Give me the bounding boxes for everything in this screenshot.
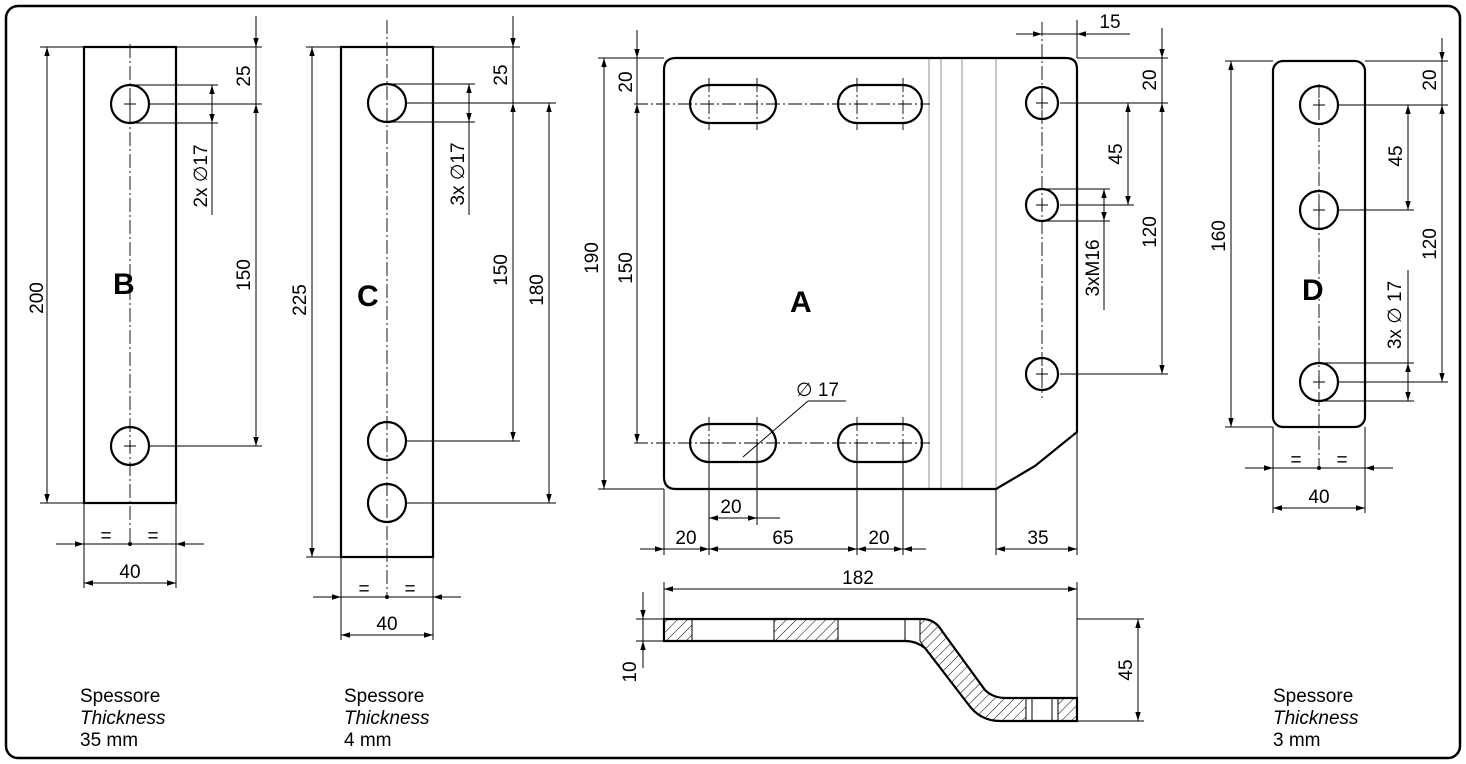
part-d-letter: D	[1302, 274, 1324, 307]
part-d-dim-height: 160	[1209, 220, 1230, 252]
part-c-dim-top: 25	[491, 64, 512, 85]
part-c-hole-callout: 3x ∅17	[448, 142, 469, 205]
part-b-thickness-caption: Spessore Thickness 35 mm	[80, 686, 166, 752]
part-b-hole-callout: 2x ∅17	[191, 144, 212, 207]
part-d-dim-span: 120	[1420, 228, 1441, 260]
caption-label-it: Spessore	[1273, 686, 1354, 707]
caption-value: 35 mm	[80, 730, 139, 751]
part-a-dim-right-span: 120	[1140, 216, 1161, 248]
part-a-dim-top: 20	[616, 71, 637, 92]
part-a-dim-bottom-left: 20	[675, 528, 696, 549]
part-a-section-hatch	[773, 618, 839, 642]
part-d-thickness-caption: Spessore Thickness 3 mm	[1273, 686, 1359, 752]
caption-label-en: Thickness	[344, 708, 430, 729]
caption-label-it: Spessore	[80, 686, 161, 707]
part-a-dim-right-pitch: 45	[1106, 143, 1127, 164]
part-a-dim-pitch: 150	[616, 252, 637, 284]
part-b: B 200 25 150 2x ∅17 = = 40	[27, 16, 262, 588]
part-a-section-hatch	[1057, 697, 1078, 722]
part-a-plan: A 190 20 150 20 120 45 3xM16 15	[582, 12, 1168, 555]
part-d-dim-width: 40	[1308, 487, 1329, 508]
part-a-dim-bottom-right: 20	[868, 528, 889, 549]
part-b-dim-top: 25	[234, 65, 255, 86]
part-a-thread-callout: 3xM16	[1083, 239, 1104, 296]
part-a-letter: A	[790, 286, 812, 319]
part-c-dim-pitch2: 180	[527, 274, 548, 306]
caption-value: 4 mm	[344, 730, 392, 751]
part-a-dim-right-top: 20	[1140, 69, 1161, 90]
part-c-equal-left: =	[358, 579, 369, 600]
part-a-dim-height-side: 45	[1116, 659, 1137, 680]
caption-value: 3 mm	[1273, 730, 1321, 751]
part-b-dim-height: 200	[27, 282, 48, 314]
part-d-equal-left: =	[1290, 450, 1301, 471]
part-c-dim-pitch: 150	[491, 254, 512, 286]
part-a-section-hatch	[919, 618, 1027, 722]
part-c-dim-width: 40	[376, 614, 397, 635]
caption-label-it: Spessore	[344, 686, 425, 707]
part-b-dim-pitch: 150	[234, 259, 255, 291]
drawing-border	[4, 4, 1462, 760]
part-d-dim-pitch: 45	[1386, 145, 1407, 166]
part-b-equal-right: =	[147, 526, 158, 547]
part-a-dim-chamfer: 35	[1027, 528, 1048, 549]
part-a-dim-thickness: 10	[620, 661, 641, 682]
part-d-hole-callout: 3x ∅ 17	[1385, 281, 1406, 349]
part-d-dim-top: 20	[1420, 69, 1441, 90]
part-a-dim-right-offset: 15	[1099, 12, 1120, 33]
part-a-hole-callout: ∅ 17	[796, 380, 839, 401]
part-c-dim-height: 225	[290, 284, 311, 316]
part-b-equal-left: =	[100, 526, 111, 547]
caption-label-en: Thickness	[80, 708, 166, 729]
part-a-dim-length: 182	[842, 568, 874, 589]
part-a-outline	[662, 56, 1079, 491]
part-c-thickness-caption: Spessore Thickness 4 mm	[344, 686, 430, 752]
part-c-equal-right: =	[404, 579, 415, 600]
part-c: C 225 25 150 180 3x ∅17 = = 40	[290, 16, 556, 640]
part-b-dim-width: 40	[119, 562, 140, 583]
part-a-dim-slot-length: 20	[720, 497, 741, 518]
part-d: D 160 20 45 120 3x ∅ 17 = = 40	[1209, 38, 1448, 513]
part-d-equal-right: =	[1336, 450, 1347, 471]
part-b-letter: B	[113, 268, 135, 301]
part-a-dim-bottom-mid: 65	[772, 528, 793, 549]
part-a-section-hatch	[663, 618, 693, 642]
part-a-dim-height: 190	[582, 242, 603, 274]
part-a-section: 182 10 45	[620, 568, 1144, 723]
caption-label-en: Thickness	[1273, 708, 1359, 729]
part-c-letter: C	[357, 280, 379, 313]
